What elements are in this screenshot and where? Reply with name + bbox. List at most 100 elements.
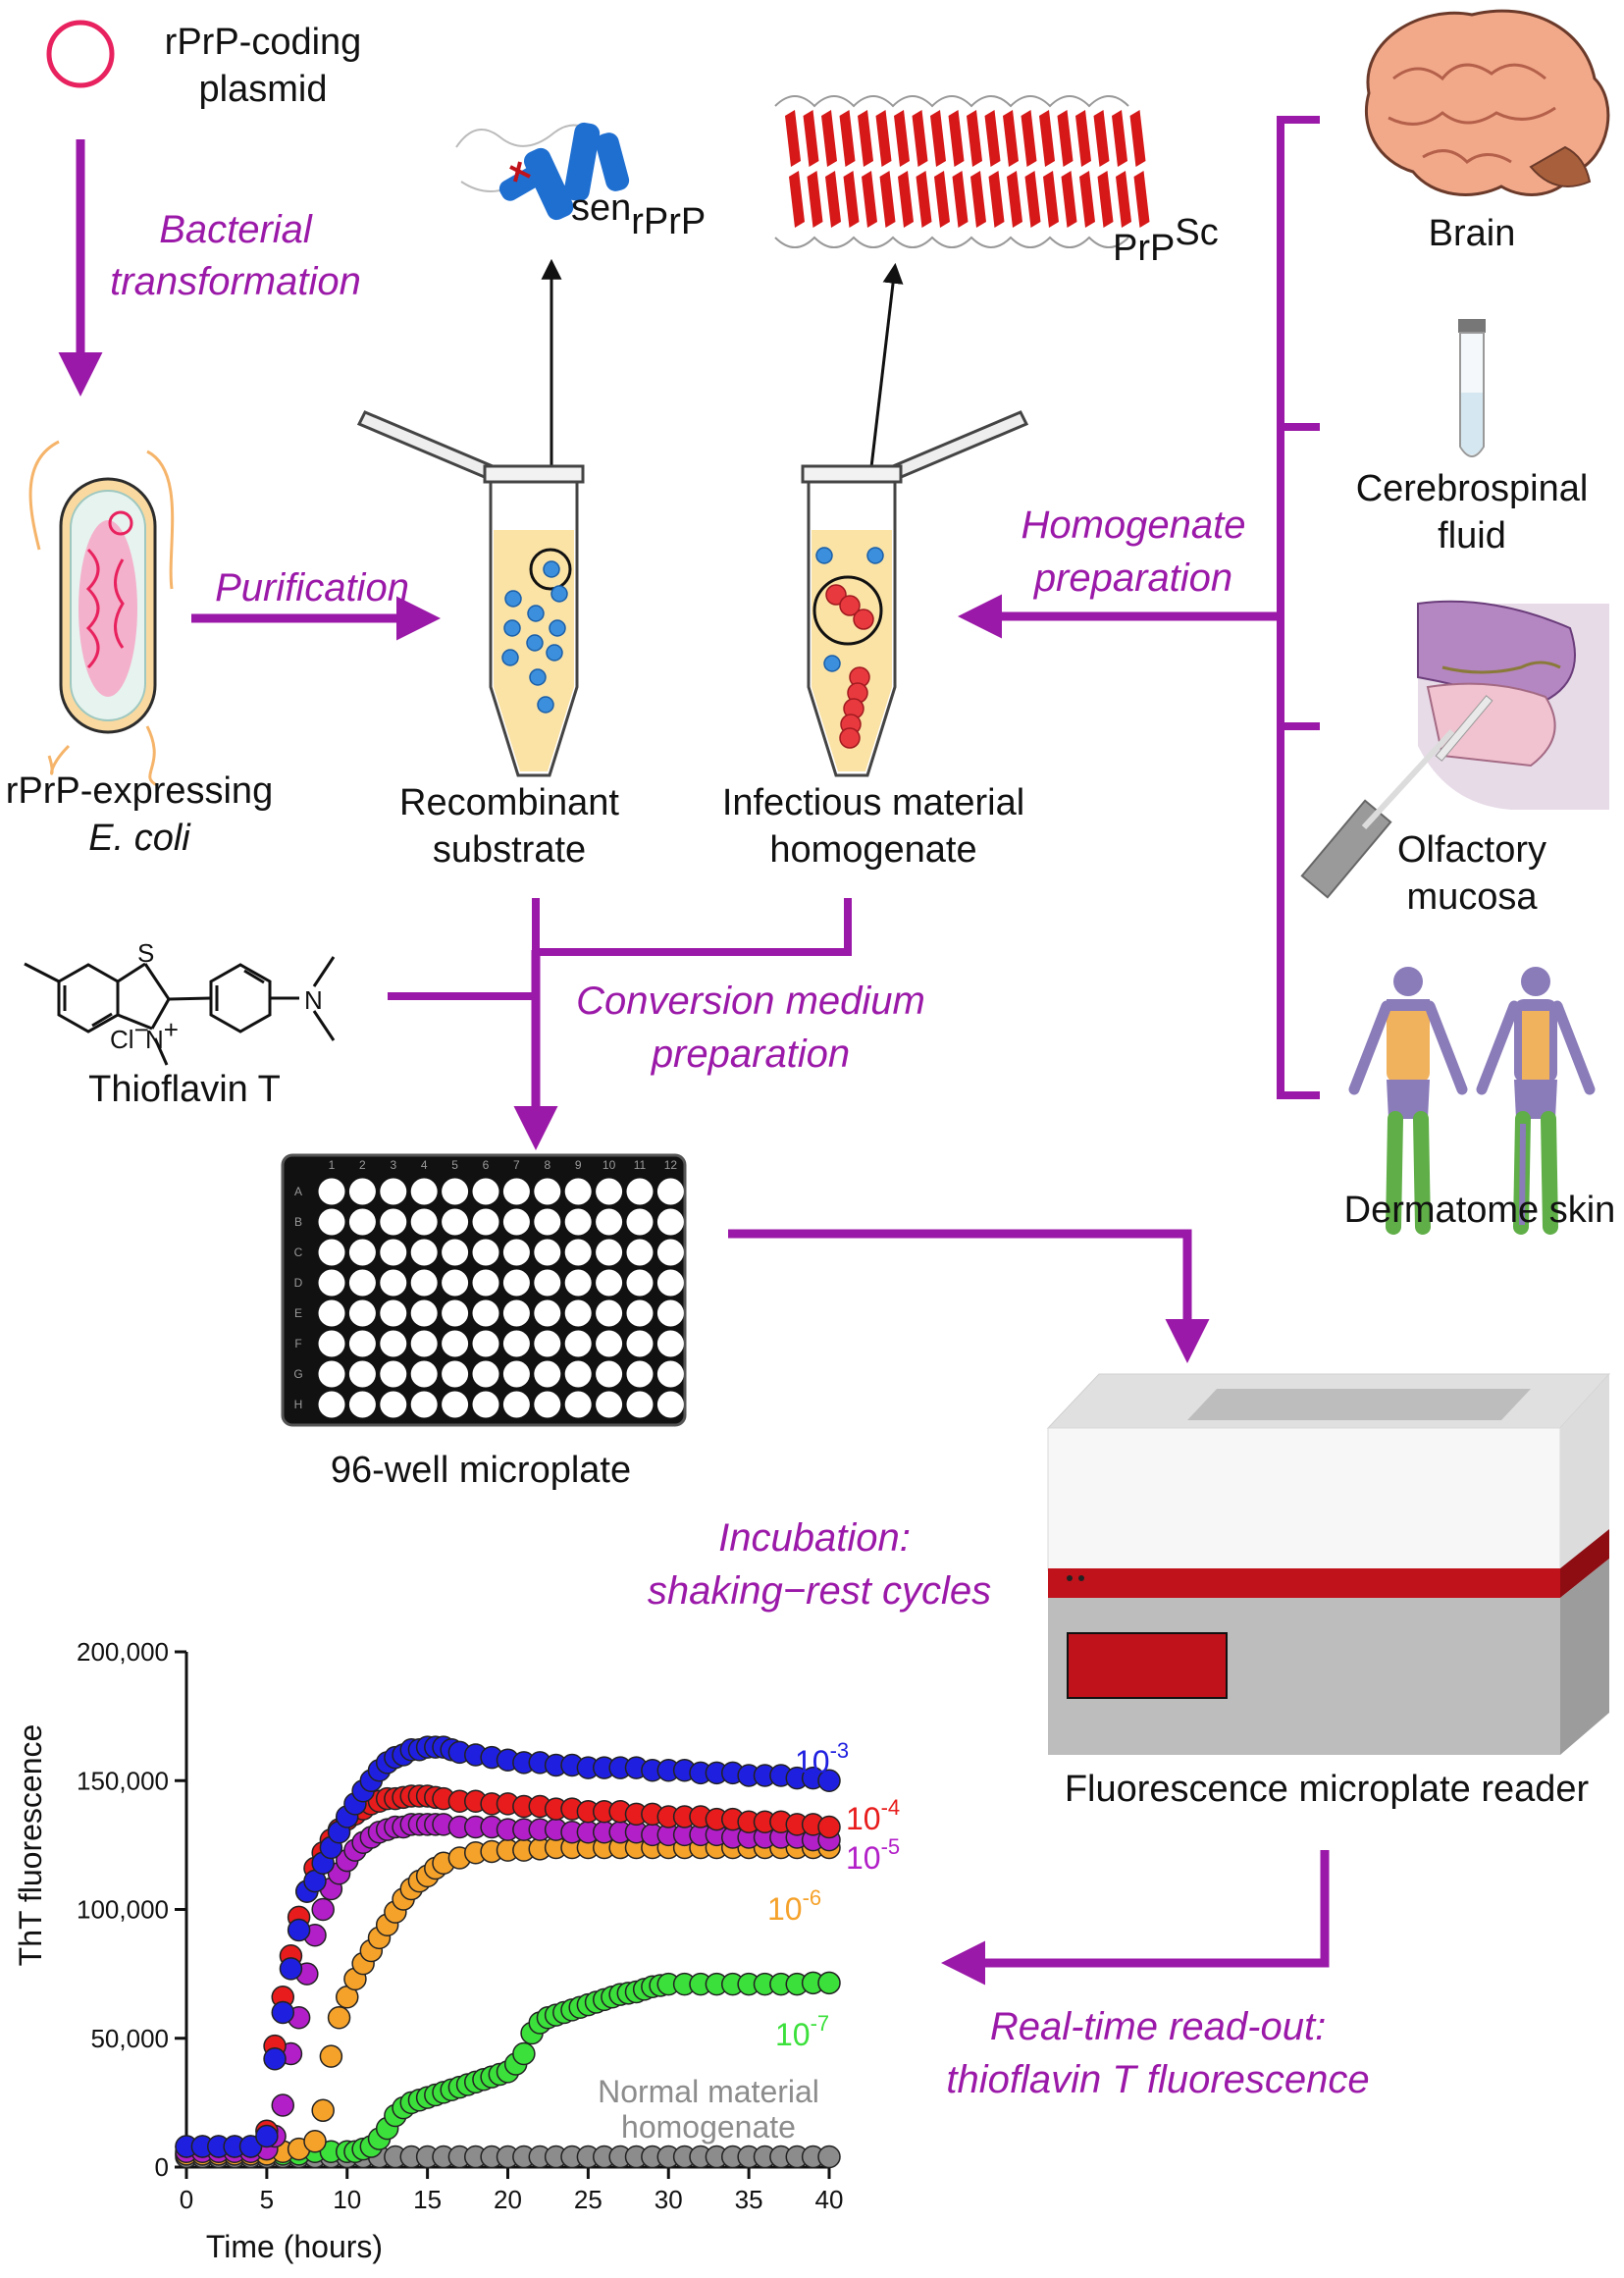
plate-well bbox=[410, 1269, 438, 1297]
x-tick-label: 10 bbox=[333, 2185, 361, 2214]
step-conversion-medium-2: preparation bbox=[651, 1033, 850, 1076]
plate-well bbox=[472, 1330, 499, 1357]
x-tick-label: 35 bbox=[735, 2185, 763, 2214]
fibril-strand bbox=[1097, 171, 1114, 228]
x-tick-label: 40 bbox=[815, 2185, 844, 2214]
plate-row-label: G bbox=[293, 1367, 302, 1381]
plate-well bbox=[348, 1330, 376, 1357]
plate-well bbox=[534, 1299, 561, 1327]
substrate-particle bbox=[550, 585, 568, 603]
step-bacterial-transformation: Bacterial bbox=[159, 208, 313, 251]
step-purification: Purification bbox=[215, 566, 409, 609]
data-point bbox=[327, 2006, 351, 2030]
microplate-label: 96-well microplate bbox=[331, 1450, 631, 1491]
fibril-strand bbox=[1057, 110, 1074, 167]
plate-well bbox=[596, 1360, 623, 1388]
fibril-strand bbox=[1116, 171, 1131, 228]
senrprp-structure-icon bbox=[455, 122, 630, 221]
plate-well bbox=[502, 1239, 530, 1266]
plate-well bbox=[564, 1178, 592, 1205]
plate-well bbox=[348, 1208, 376, 1236]
series-label: 10-6 bbox=[767, 1885, 821, 1927]
fibril-strand bbox=[898, 171, 914, 228]
plate-well bbox=[442, 1299, 469, 1327]
fibril-strand bbox=[948, 110, 965, 167]
data-point bbox=[263, 2047, 287, 2071]
plate-well bbox=[564, 1330, 592, 1357]
plate-well bbox=[380, 1391, 407, 1418]
plate-well bbox=[348, 1299, 376, 1327]
plate-well bbox=[626, 1208, 654, 1236]
y-tick-label: 50,000 bbox=[90, 2024, 169, 2053]
plate-well bbox=[442, 1391, 469, 1418]
plate-well bbox=[502, 1269, 530, 1297]
x-tick-label: 5 bbox=[260, 2185, 274, 2214]
substrate-particle bbox=[537, 696, 554, 714]
data-point bbox=[271, 2093, 294, 2117]
plate-column-label: 8 bbox=[544, 1158, 550, 1172]
step-readout: Real-time read-out: bbox=[990, 2005, 1326, 2048]
plate-column-label: 3 bbox=[390, 1158, 396, 1172]
plate-well bbox=[626, 1178, 654, 1205]
dermatome-figure-front-icon bbox=[1348, 967, 1468, 1235]
plate-column-label: 10 bbox=[602, 1158, 616, 1172]
tht-sulfur: S bbox=[137, 938, 154, 968]
substrate-particle bbox=[504, 590, 522, 608]
plate-well bbox=[596, 1299, 623, 1327]
plate-well bbox=[626, 1360, 654, 1388]
plate-row-label: E bbox=[294, 1306, 302, 1320]
prion-aggregate-particle bbox=[825, 584, 847, 606]
plate-well bbox=[534, 1269, 561, 1297]
plate-well bbox=[656, 1178, 684, 1205]
csf-tube-icon bbox=[1458, 319, 1486, 457]
plate-well bbox=[472, 1269, 499, 1297]
olfactory-mucosa-icon bbox=[1300, 600, 1609, 899]
x-tick-label: 30 bbox=[655, 2185, 683, 2214]
plate-well bbox=[318, 1178, 345, 1205]
plate-well bbox=[348, 1391, 376, 1418]
plate-well bbox=[410, 1360, 438, 1388]
plate-well bbox=[564, 1208, 592, 1236]
fibril-strand bbox=[862, 171, 877, 228]
fibril-strand bbox=[789, 171, 805, 228]
plate-well bbox=[380, 1239, 407, 1266]
plate-row-label: F bbox=[294, 1337, 301, 1351]
plate-well bbox=[410, 1391, 438, 1418]
fibril-strand bbox=[1007, 171, 1022, 228]
plate-well bbox=[318, 1360, 345, 1388]
plate-row-label: A bbox=[294, 1185, 302, 1198]
plate-well bbox=[564, 1299, 592, 1327]
plate-well bbox=[596, 1239, 623, 1266]
plate-column-label: 11 bbox=[634, 1158, 647, 1172]
fibril-strand bbox=[1021, 110, 1037, 167]
fibril-strand bbox=[967, 110, 982, 167]
plate-well bbox=[410, 1208, 438, 1236]
fibril-strand bbox=[825, 171, 841, 228]
series-label: 10-5 bbox=[846, 1834, 900, 1876]
plate-well bbox=[564, 1360, 592, 1388]
source-brain-label: Brain bbox=[1429, 213, 1516, 254]
data-point bbox=[311, 2098, 335, 2122]
x-tick-label: 20 bbox=[494, 2185, 522, 2214]
tube-substrate-label: Recombinant bbox=[399, 782, 619, 823]
fibril-strand bbox=[1133, 171, 1150, 228]
series-label: 10-7 bbox=[775, 2011, 829, 2052]
plate-row-label: H bbox=[294, 1398, 303, 1411]
plate-column-label: 12 bbox=[664, 1158, 678, 1172]
infectious-homogenate-tube bbox=[801, 410, 1029, 777]
plate-well bbox=[442, 1208, 469, 1236]
plate-well bbox=[564, 1269, 592, 1297]
step-incubation: Incubation: bbox=[718, 1516, 911, 1560]
plate-well bbox=[380, 1178, 407, 1205]
fibril-strand bbox=[970, 171, 986, 228]
plate-well bbox=[596, 1330, 623, 1357]
plate-well bbox=[596, 1269, 623, 1297]
data-point bbox=[817, 2145, 841, 2169]
prion-aggregate-particle bbox=[853, 609, 874, 630]
fibril-strand bbox=[894, 110, 910, 167]
plate-well bbox=[318, 1330, 345, 1357]
plate-column-label: 6 bbox=[483, 1158, 490, 1172]
step-conversion-medium: Conversion medium bbox=[576, 980, 925, 1023]
plate-well bbox=[318, 1208, 345, 1236]
